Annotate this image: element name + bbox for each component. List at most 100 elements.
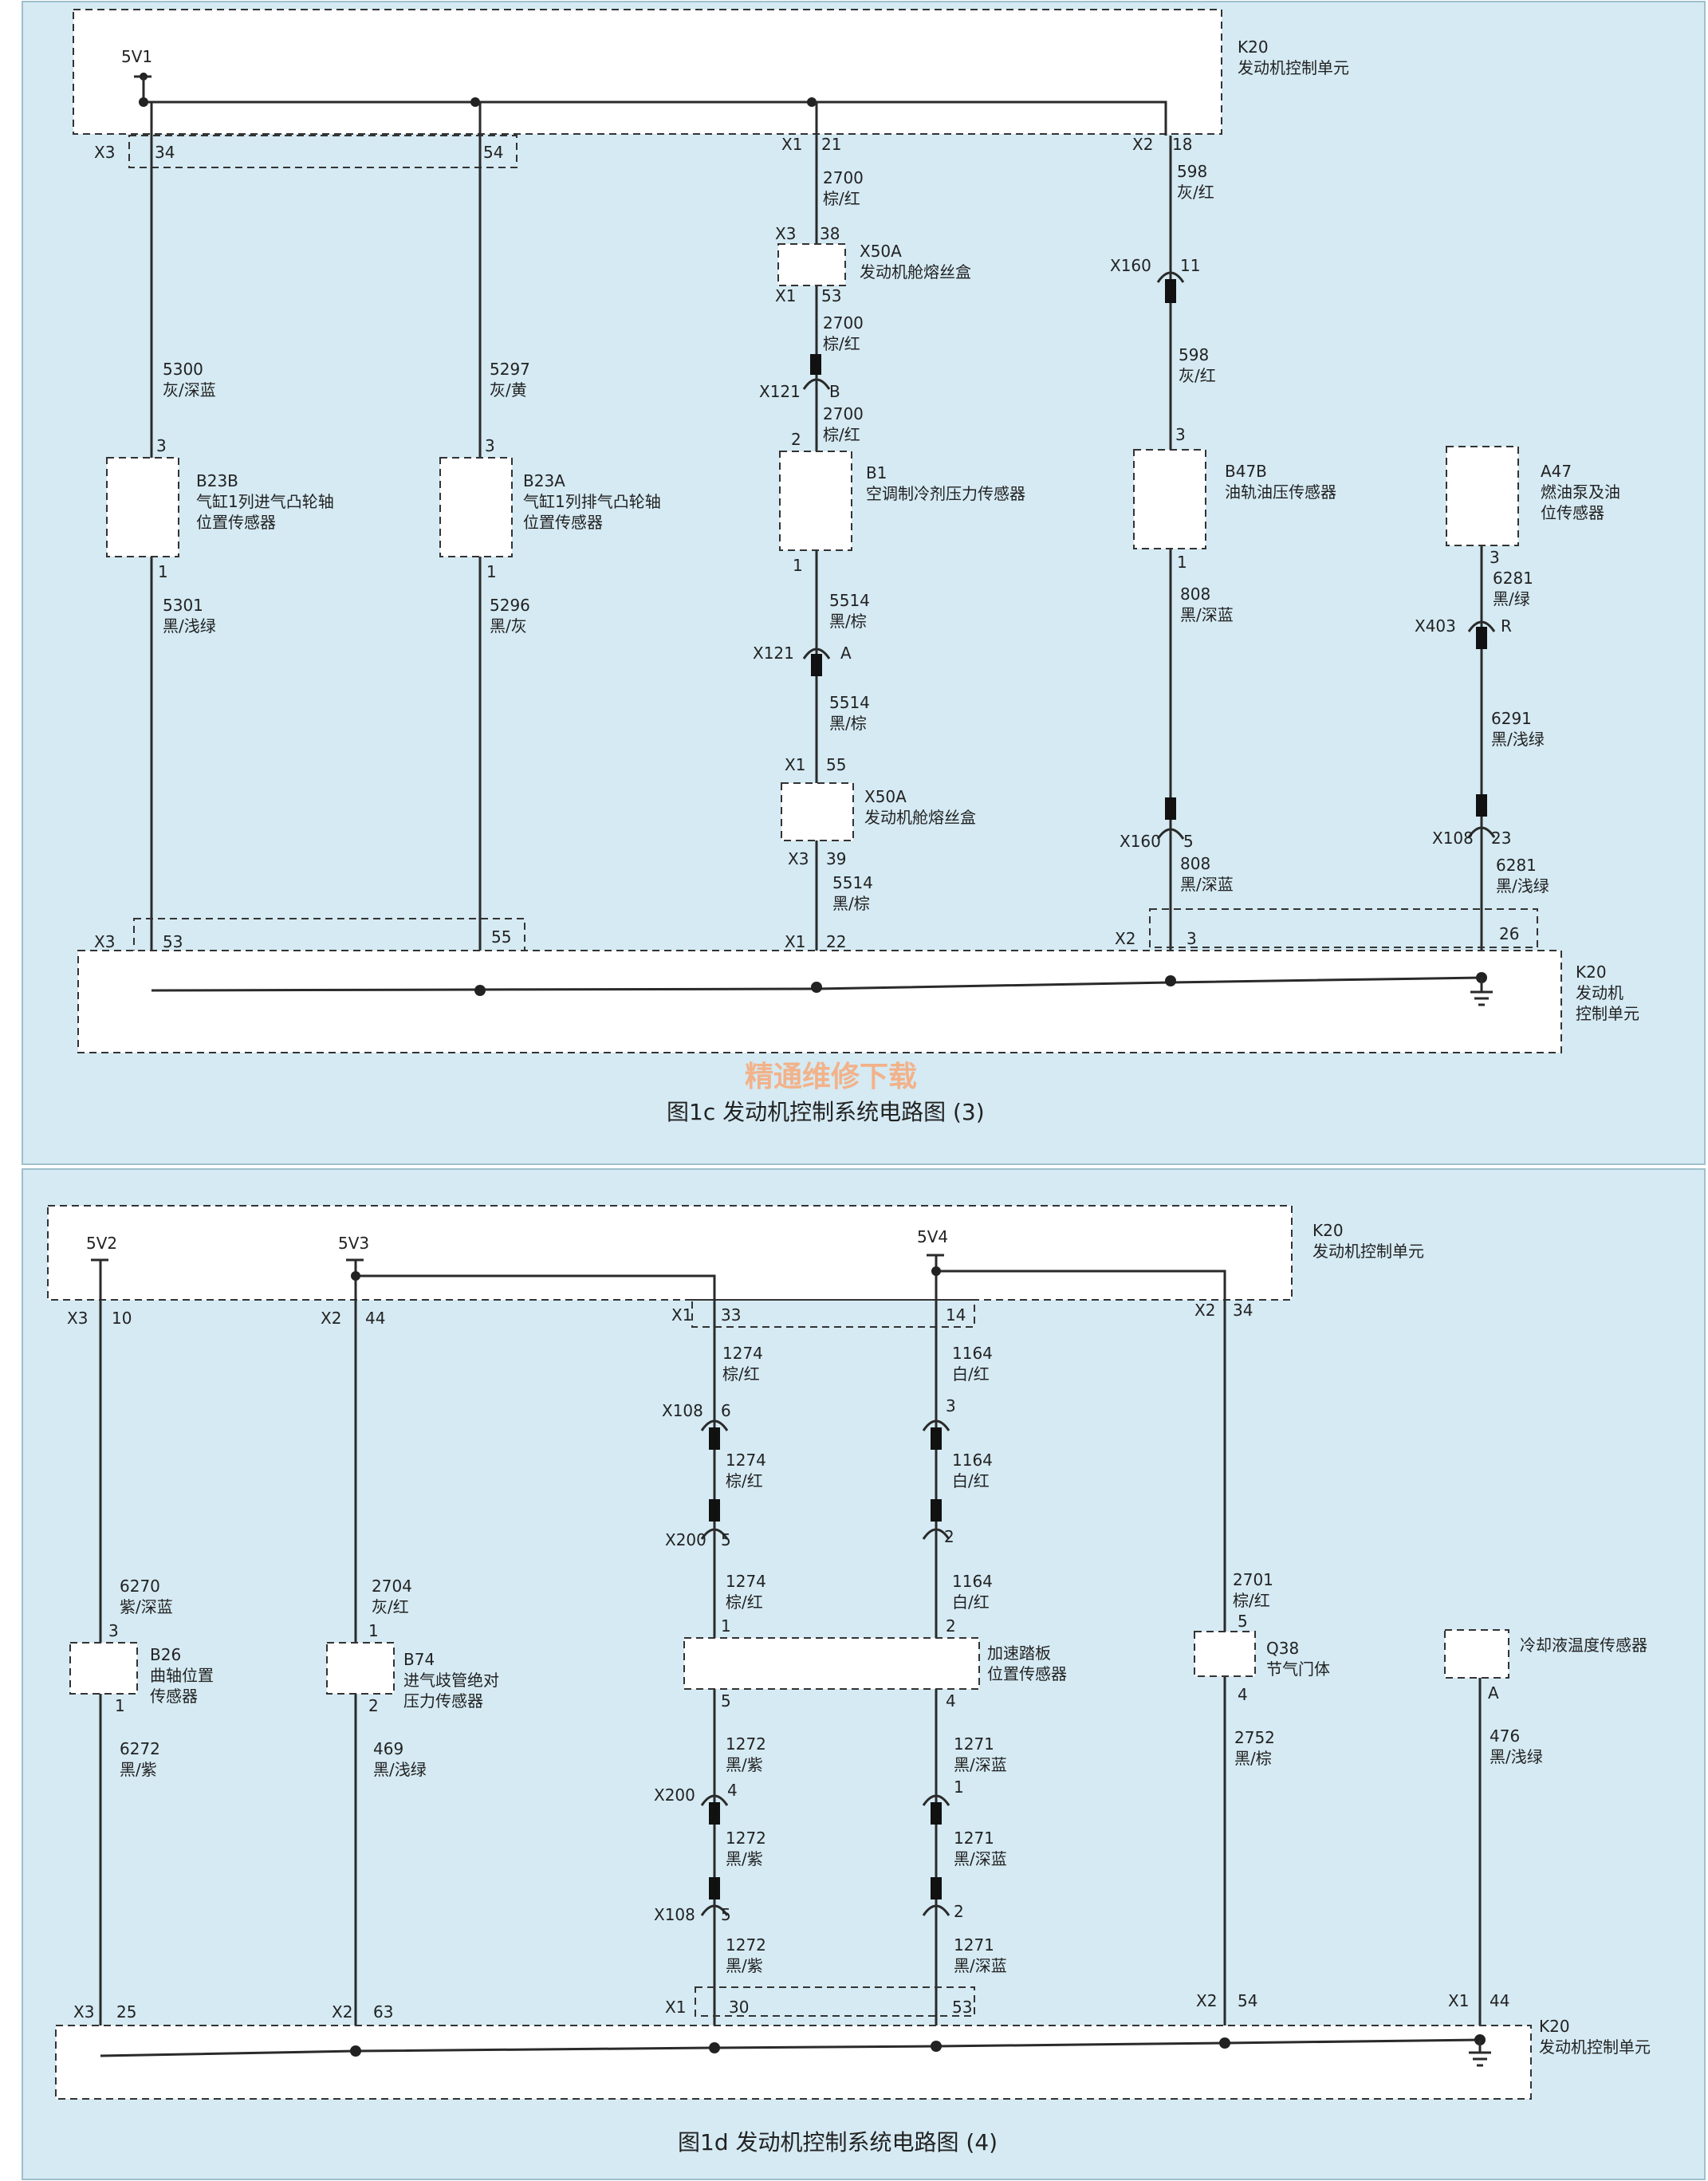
- svg-text:1: 1: [793, 556, 803, 575]
- svg-text:1271: 1271: [954, 1829, 994, 1848]
- svg-text:棕/红: 棕/红: [1233, 1591, 1270, 1610]
- svg-text:5301: 5301: [163, 596, 203, 615]
- svg-text:34: 34: [155, 143, 175, 162]
- svg-text:1272: 1272: [726, 1935, 766, 1955]
- svg-text:1: 1: [721, 1616, 731, 1636]
- svg-text:灰/红: 灰/红: [1177, 183, 1214, 202]
- x108-plug-c4: [931, 1427, 942, 1450]
- x108-plug-a: [709, 1427, 720, 1450]
- b23b-sensor: [106, 457, 179, 557]
- svg-text:黑/棕: 黑/棕: [829, 714, 867, 733]
- svg-text:压力传感器: 压力传感器: [403, 1691, 483, 1711]
- svg-text:节气门体: 节气门体: [1266, 1659, 1330, 1679]
- x160-socket-bottom: [1156, 828, 1185, 840]
- x160-plug-top: [1165, 279, 1176, 303]
- svg-text:X3: X3: [73, 2002, 94, 2022]
- svg-text:黑/深蓝: 黑/深蓝: [954, 1849, 1007, 1868]
- svg-text:进气歧管绝对: 进气歧管绝对: [403, 1671, 499, 1690]
- svg-text:2: 2: [954, 1902, 964, 1921]
- svg-text:5300: 5300: [163, 360, 203, 379]
- svg-text:44: 44: [1490, 1991, 1509, 2010]
- svg-text:3: 3: [1187, 929, 1197, 948]
- svg-text:位置传感器: 位置传感器: [196, 513, 276, 532]
- svg-text:1274: 1274: [726, 1451, 766, 1470]
- svg-text:34: 34: [1233, 1301, 1253, 1320]
- svg-text:X3: X3: [94, 143, 115, 162]
- x121-plug-a: [811, 654, 822, 676]
- svg-text:黑/浅绿: 黑/浅绿: [1491, 730, 1545, 749]
- svg-text:棕/红: 棕/红: [726, 1471, 763, 1490]
- b1-sensor: [779, 451, 852, 551]
- svg-text:黑/深蓝: 黑/深蓝: [954, 1956, 1007, 1975]
- svg-text:4: 4: [1238, 1685, 1248, 1704]
- k20-bottom-box-1d: [55, 2025, 1532, 2100]
- svg-text:5: 5: [721, 1530, 731, 1549]
- svg-text:X1: X1: [775, 286, 796, 305]
- svg-text:X108: X108: [662, 1401, 703, 1420]
- svg-text:B1: B1: [866, 463, 887, 482]
- svg-text:B23B: B23B: [196, 471, 238, 490]
- figure-1c: K20 发动机控制单元 5V1 X3 34 54 X1 21 X2 18 530…: [22, 1, 1706, 1165]
- svg-text:4: 4: [727, 1781, 738, 1800]
- svg-text:棕/红: 棕/红: [726, 1592, 763, 1612]
- svg-text:X2: X2: [332, 2002, 352, 2022]
- svg-text:1271: 1271: [954, 1935, 994, 1955]
- svg-text:54: 54: [483, 143, 503, 162]
- ground-icon: [1470, 978, 1493, 1006]
- supply-5v1: 5V1: [121, 47, 152, 66]
- x200-plug-c4: [931, 1499, 942, 1522]
- x121-socket-b: [802, 378, 831, 390]
- svg-text:X50A: X50A: [864, 787, 907, 806]
- svg-text:53: 53: [821, 286, 841, 305]
- x2-bottom-connector: [1149, 908, 1538, 948]
- svg-text:X1: X1: [781, 135, 802, 154]
- svg-text:X121: X121: [759, 382, 801, 401]
- svg-text:发动机舱熔丝盒: 发动机舱熔丝盒: [864, 808, 976, 827]
- supply-5v2: 5V2: [86, 1234, 117, 1253]
- svg-text:598: 598: [1179, 345, 1209, 364]
- svg-text:X50A: X50A: [860, 242, 902, 261]
- coolant-temp-sensor: [1444, 1629, 1509, 1679]
- svg-text:A47: A47: [1541, 462, 1572, 481]
- svg-text:B: B: [829, 382, 840, 401]
- k20-bottom-name2: 控制单元: [1576, 1004, 1639, 1023]
- svg-text:2: 2: [368, 1696, 379, 1715]
- x108-socket-c4: [922, 1419, 950, 1431]
- k20-bottom-id: K20: [1576, 963, 1607, 982]
- svg-text:18: 18: [1172, 135, 1192, 154]
- svg-text:K20: K20: [1312, 1221, 1344, 1240]
- svg-text:5297: 5297: [490, 360, 530, 379]
- svg-text:3: 3: [1490, 548, 1500, 567]
- svg-text:X2: X2: [1196, 1991, 1217, 2010]
- svg-text:38: 38: [820, 224, 840, 243]
- svg-text:X2: X2: [1115, 929, 1135, 948]
- svg-text:黑/深蓝: 黑/深蓝: [1180, 605, 1234, 624]
- svg-text:黑/紫: 黑/紫: [726, 1755, 763, 1774]
- svg-text:燃油泵及油: 燃油泵及油: [1541, 482, 1620, 502]
- svg-text:紫/深蓝: 紫/深蓝: [120, 1597, 173, 1616]
- watermark: 精通维修下载: [745, 1061, 917, 1093]
- svg-text:1: 1: [954, 1777, 964, 1797]
- svg-text:44: 44: [365, 1309, 385, 1328]
- svg-text:黑/紫: 黑/紫: [726, 1956, 763, 1975]
- x121-plug-b: [810, 354, 821, 375]
- b74-sensor: [326, 1642, 395, 1695]
- svg-text:B26: B26: [150, 1645, 181, 1664]
- svg-text:63: 63: [373, 2002, 393, 2022]
- svg-text:1: 1: [486, 562, 497, 581]
- svg-text:22: 22: [826, 932, 846, 951]
- svg-text:X2: X2: [321, 1309, 341, 1328]
- svg-text:灰/深蓝: 灰/深蓝: [163, 380, 216, 400]
- svg-text:2: 2: [791, 430, 801, 449]
- svg-text:2700: 2700: [823, 404, 864, 423]
- accelerator-pedal-sensor: [683, 1637, 980, 1690]
- svg-text:3: 3: [108, 1621, 119, 1640]
- x403-socket: [1467, 620, 1496, 632]
- svg-text:6: 6: [721, 1401, 731, 1420]
- x108-socket-c4-lower: [922, 1904, 950, 1916]
- svg-text:X3: X3: [94, 932, 115, 951]
- svg-text:1274: 1274: [722, 1344, 763, 1363]
- x200-plug-b: [709, 1499, 720, 1522]
- svg-text:3: 3: [946, 1396, 956, 1415]
- svg-text:2: 2: [944, 1527, 954, 1546]
